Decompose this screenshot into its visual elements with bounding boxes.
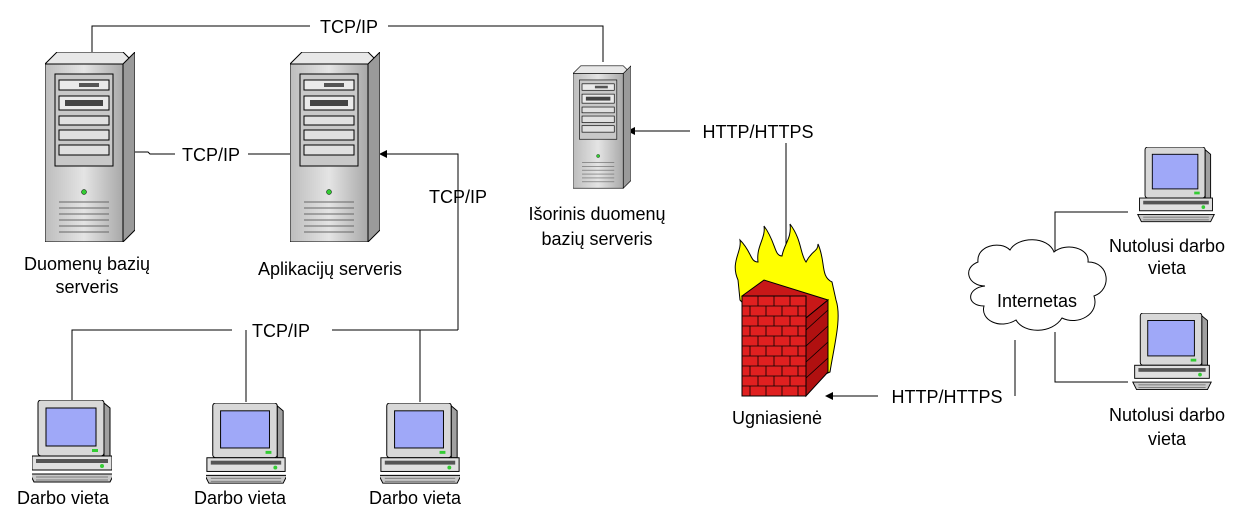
computer-icon [1132, 313, 1212, 391]
connection-lan-bus [71, 329, 458, 402]
db-server-label-line1: Duomenų bazių [24, 254, 150, 274]
ext-server-label-line1: Išorinis duomenų [528, 204, 665, 224]
computer-icon [206, 403, 286, 484]
ext-server-label-line2: bazių serveris [541, 229, 652, 249]
connection-app-lan [379, 150, 459, 330]
app-server-label: Aplikacijų serveris [258, 259, 402, 279]
label-tcpip-db-app: TCP/IP [182, 145, 240, 165]
brick-wall-icon [740, 279, 830, 398]
db-server[interactable] [45, 52, 135, 242]
workstation-1-label: Darbo vieta [17, 488, 110, 508]
workstation-2[interactable] [205, 403, 287, 484]
workstation-3[interactable] [379, 403, 461, 484]
internet-cloud[interactable] [968, 239, 1107, 331]
connection-fw-http [825, 340, 1016, 400]
firewall[interactable] [734, 223, 839, 398]
db-server-label-line2: serveris [55, 277, 118, 297]
label-http-ext: HTTP/HTTPS [703, 122, 814, 142]
label-tcpip-app-lan: TCP/IP [429, 187, 487, 207]
computer-icon [32, 400, 112, 483]
remote-workstation-2[interactable] [1132, 313, 1212, 391]
cloud-icon [968, 239, 1107, 331]
workstation-3-label: Darbo vieta [369, 488, 462, 508]
remote-2-label-line2: vieta [1148, 429, 1187, 449]
computer-icon [380, 403, 460, 484]
connection-internet-remote [1054, 211, 1128, 383]
server-icon [573, 65, 631, 189]
internet-label: Internetas [997, 291, 1077, 311]
remote-1-label-line1: Nutolusi darbo [1109, 236, 1225, 256]
label-tcpip-top: TCP/IP [320, 17, 378, 37]
server-icon [45, 52, 135, 242]
computer-icon [1137, 147, 1215, 223]
connection-top [88, 25, 604, 63]
server-icon [290, 52, 380, 242]
remote-workstation-1[interactable] [1137, 147, 1215, 223]
workstation-2-label: Darbo vieta [194, 488, 287, 508]
remote-1-label-line2: vieta [1148, 258, 1187, 278]
ext-server[interactable] [573, 65, 631, 189]
app-server[interactable] [290, 52, 380, 242]
remote-2-label-line1: Nutolusi darbo [1109, 405, 1225, 425]
workstation-1[interactable] [30, 400, 114, 483]
firewall-label: Ugniasienė [732, 408, 822, 428]
connection-ext-http [627, 127, 787, 250]
label-tcpip-lan-bus: TCP/IP [252, 321, 310, 341]
label-http-fw: HTTP/HTTPS [892, 387, 1003, 407]
